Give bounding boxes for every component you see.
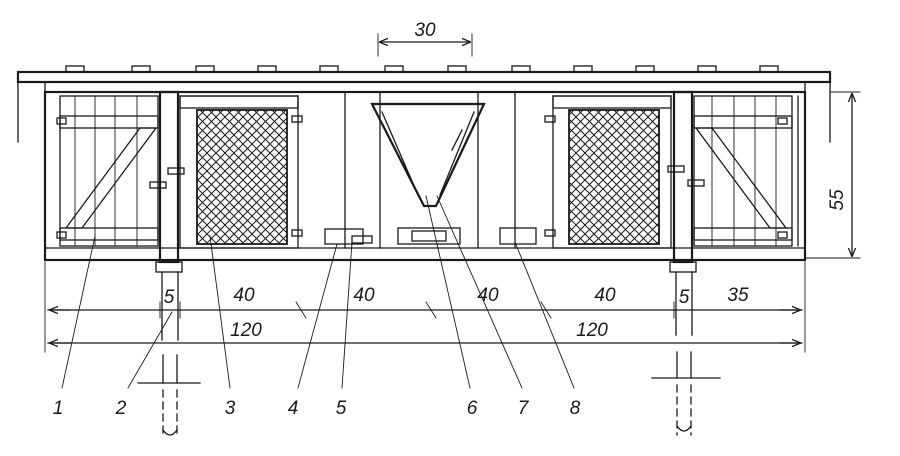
callout-5: 5	[336, 398, 347, 419]
dim-seg1: 40	[233, 285, 255, 306]
dim-seg2: 40	[353, 285, 375, 306]
callout-2: 2	[115, 398, 127, 419]
dim-seg-end: 35	[727, 285, 749, 306]
left-mesh-door	[179, 95, 303, 249]
dim-seg4: 40	[594, 285, 616, 306]
dim-span-left: 120	[230, 320, 262, 341]
dimension-segments: 5 40 40 40 40 5 35	[47, 285, 803, 319]
dim-seg3: 40	[477, 285, 499, 306]
callout-6: 6	[467, 398, 478, 419]
feeders	[324, 227, 537, 245]
left-solid-door	[56, 95, 159, 247]
callout-8: 8	[570, 398, 581, 419]
legs	[137, 351, 721, 439]
leader-lines	[61, 195, 575, 389]
dim-span-right: 120	[576, 320, 608, 341]
right-solid-door	[693, 95, 799, 247]
dimension-top: 30	[377, 20, 473, 57]
callouts: 1 2 3 4 5 6 7 8	[53, 398, 581, 419]
right-mesh-door	[544, 95, 672, 249]
callout-7: 7	[518, 398, 530, 419]
roof-battens	[65, 65, 779, 73]
dim-post-left: 5	[164, 287, 175, 308]
callout-1: 1	[53, 398, 64, 419]
dim-55-label: 55	[827, 189, 848, 211]
callout-4: 4	[288, 398, 299, 419]
callout-3: 3	[225, 398, 236, 419]
left-post	[149, 90, 185, 341]
dimension-spans: 120 120	[44, 261, 806, 353]
dim-post-right: 5	[679, 287, 690, 308]
dimension-height: 55	[804, 91, 861, 259]
dim-30-label: 30	[414, 20, 436, 41]
roof	[16, 70, 832, 143]
hay-hopper	[370, 102, 486, 208]
